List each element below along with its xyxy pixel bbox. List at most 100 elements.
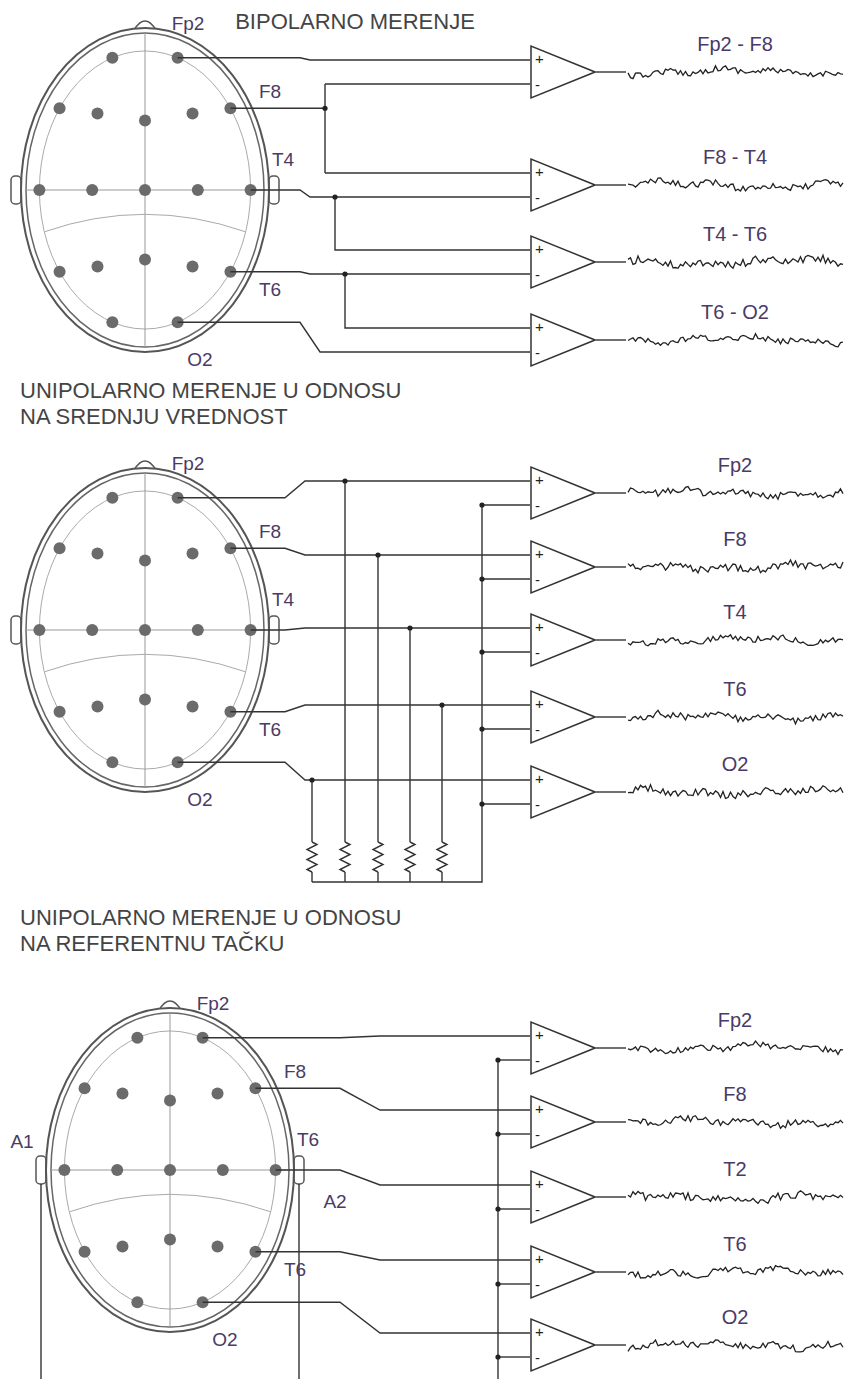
channel-label: F8 xyxy=(723,1083,746,1106)
electrode-dot xyxy=(131,1296,143,1308)
input-sign: - xyxy=(535,571,596,589)
electrode-label: F8 xyxy=(284,1061,306,1083)
input-sign: + xyxy=(535,545,596,563)
electrode-dot xyxy=(139,114,151,126)
wire xyxy=(230,108,325,109)
channel-label: O2 xyxy=(722,753,749,776)
electrode-label: O2 xyxy=(187,789,212,811)
input-sign: - xyxy=(535,796,596,814)
channel-label: T2 xyxy=(723,1158,746,1181)
amplifier-shape xyxy=(531,1246,595,1298)
eeg-waveform xyxy=(628,1340,843,1352)
electrode-dot xyxy=(91,108,103,120)
electrode-dot xyxy=(139,554,151,566)
wire xyxy=(498,1283,530,1284)
electrode-dot xyxy=(212,1240,224,1252)
electrode-dot xyxy=(91,700,103,712)
electrode-dot xyxy=(33,624,45,636)
amplifier-shape xyxy=(531,1022,595,1074)
amplifier-triangle: +- xyxy=(530,1244,596,1300)
channel-label: F8 - T4 xyxy=(703,146,767,169)
electrode-label: A2 xyxy=(323,1191,346,1213)
input-sign: + xyxy=(535,50,596,68)
channel-label: T6 xyxy=(723,678,746,701)
channel-label: Fp2 xyxy=(718,454,752,477)
electrode-label: F8 xyxy=(259,81,281,103)
eeg-waveform xyxy=(628,334,843,347)
amplifier-shape xyxy=(531,766,595,818)
arc-line xyxy=(45,214,246,231)
electrode-label: T6 xyxy=(297,1129,319,1151)
wire xyxy=(255,1088,530,1110)
wire xyxy=(596,1271,626,1272)
amplifier-triangle: +- xyxy=(530,689,596,745)
wire xyxy=(311,872,312,882)
junction-dot xyxy=(375,552,380,557)
wire xyxy=(498,1133,530,1134)
input-sign: - xyxy=(535,644,596,662)
junction-dot xyxy=(332,194,337,199)
amplifier-triangle: +- xyxy=(530,1169,596,1225)
head-figure xyxy=(11,21,279,352)
electrode-dot xyxy=(91,260,103,272)
electrode-label: Fp2 xyxy=(172,453,205,475)
wire xyxy=(482,728,530,729)
head-outline xyxy=(46,1008,294,1332)
input-sign: - xyxy=(535,1349,596,1367)
electrode-dot xyxy=(54,542,66,554)
electrode-dot xyxy=(116,1088,128,1100)
resistor-symbol xyxy=(373,842,383,872)
eeg-waveform xyxy=(628,487,843,500)
electrode-dot xyxy=(187,108,199,120)
electrode-dot xyxy=(212,1088,224,1100)
wire xyxy=(498,1356,530,1357)
wire xyxy=(230,705,530,712)
electrode-label: O2 xyxy=(212,1329,237,1351)
channel-label: T6 - O2 xyxy=(701,301,769,324)
arc-line xyxy=(70,1194,271,1211)
resistor-symbol xyxy=(405,842,415,872)
electrode-dot xyxy=(187,548,199,560)
electrode-label: T6 xyxy=(259,279,281,301)
wire xyxy=(596,639,626,640)
wire xyxy=(596,184,626,185)
wires xyxy=(41,58,843,1379)
channel-label: T4 xyxy=(723,601,746,624)
channel-label: T6 xyxy=(723,1233,746,1256)
electrode-label: T4 xyxy=(272,589,294,611)
electrode-dot xyxy=(58,1164,70,1176)
electrode-label: A1 xyxy=(10,1131,33,1153)
wire xyxy=(325,172,530,173)
wire xyxy=(596,1121,626,1122)
resistor-symbol xyxy=(307,842,317,872)
wire xyxy=(324,84,325,173)
wire xyxy=(498,1208,530,1209)
input-sign: + xyxy=(535,471,596,489)
junction-dot xyxy=(495,1281,500,1286)
wire xyxy=(325,83,530,84)
junction-dot xyxy=(479,576,484,581)
head-outline xyxy=(21,468,269,792)
electrode-dot xyxy=(139,254,151,266)
wire xyxy=(596,1196,626,1197)
amplifier-triangle: +- xyxy=(530,44,596,100)
input-sign: + xyxy=(535,1026,596,1044)
electrode-dot xyxy=(164,1234,176,1246)
wire xyxy=(255,1252,530,1260)
electrode-dot xyxy=(54,266,66,278)
eeg-waveform xyxy=(628,560,843,573)
head-outline-inner xyxy=(26,473,264,787)
electrode-label: O2 xyxy=(187,349,212,371)
electrode-dot xyxy=(79,1082,91,1094)
junction-dot xyxy=(407,625,412,630)
amplifier-shape xyxy=(531,46,595,98)
electrode-dot xyxy=(164,1094,176,1106)
wire xyxy=(377,872,378,882)
amplifier-shape xyxy=(531,541,595,593)
amplifier-shape xyxy=(531,159,595,211)
wire xyxy=(178,322,530,352)
electrode-dot xyxy=(187,700,199,712)
electrode-dot xyxy=(91,548,103,560)
channel-label: Fp2 - F8 xyxy=(697,33,773,56)
channel-label: O2 xyxy=(722,1306,749,1329)
